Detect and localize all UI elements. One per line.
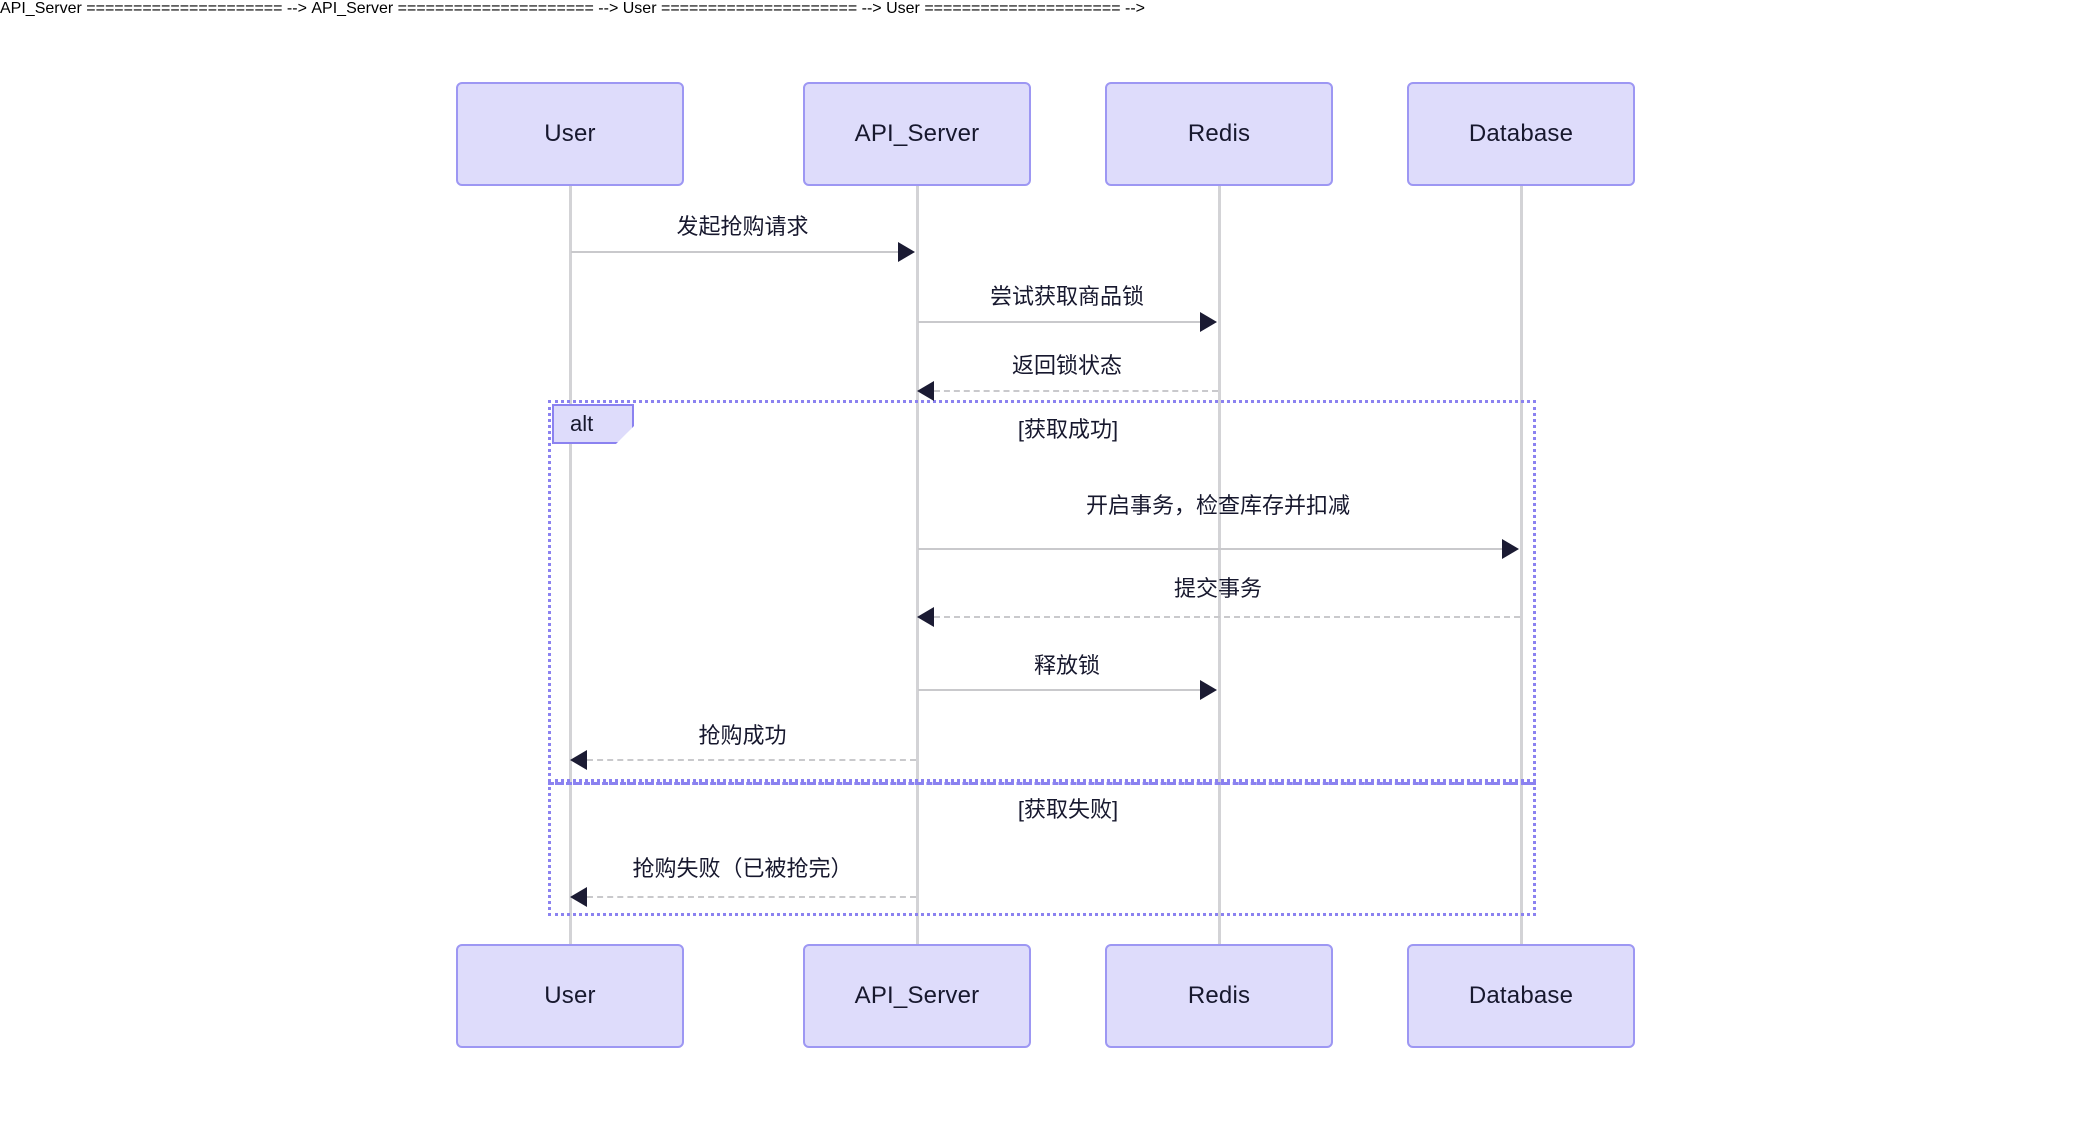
lifeline-user — [569, 186, 572, 944]
participant-label: Redis — [1187, 982, 1251, 1009]
alt-fragment-divider — [548, 782, 1536, 785]
participant-label: User — [544, 120, 596, 147]
message-arrowhead-8 — [570, 887, 587, 907]
alt-branch-1-condition: [获取成功] — [1017, 417, 1119, 442]
alt-fragment-tag: alt — [552, 404, 634, 444]
message-label-1: 发起抢购请求 — [676, 214, 809, 239]
message-line-7[interactable] — [587, 759, 916, 761]
message-arrowhead-4 — [1502, 539, 1519, 559]
message-arrowhead-6 — [1200, 680, 1217, 700]
alt-fragment-branch-1 — [548, 400, 1536, 782]
message-label-7: 抢购成功 — [698, 723, 787, 748]
participant-box-user-bottom[interactable]: User — [456, 944, 684, 1048]
message-label-4: 开启事务，检查库存并扣减 — [1085, 493, 1350, 518]
message-arrowhead-3 — [917, 381, 934, 401]
participant-box-redis-bottom[interactable]: Redis — [1105, 944, 1333, 1048]
lifeline-api_server — [916, 186, 919, 944]
message-arrowhead-2 — [1200, 312, 1217, 332]
message-line-8[interactable] — [587, 896, 916, 898]
message-line-5[interactable] — [934, 616, 1520, 618]
message-line-6[interactable] — [918, 689, 1201, 691]
lifeline-database — [1520, 186, 1523, 944]
message-arrowhead-7 — [570, 750, 587, 770]
participant-label: API_Server — [854, 982, 980, 1009]
participant-box-api_server-top[interactable]: API_Server — [803, 82, 1031, 186]
message-label-6: 释放锁 — [1033, 653, 1100, 678]
participant-box-database-bottom[interactable]: Database — [1407, 944, 1635, 1048]
message-label-8: 抢购失败（已被抢完） — [632, 856, 853, 881]
participant-box-redis-top[interactable]: Redis — [1105, 82, 1333, 186]
message-label-2: 尝试获取商品锁 — [989, 284, 1144, 309]
participant-box-api_server-bottom[interactable]: API_Server — [803, 944, 1031, 1048]
alt-tag-label: alt — [570, 411, 594, 436]
participant-box-user-top[interactable]: User — [456, 82, 684, 186]
participant-label: User — [544, 982, 596, 1009]
participant-label: Redis — [1187, 120, 1251, 147]
participant-box-database-top[interactable]: Database — [1407, 82, 1635, 186]
message-arrowhead-5 — [917, 607, 934, 627]
alt-branch-2-condition: [获取失败] — [1017, 797, 1119, 822]
participant-label: Database — [1468, 120, 1574, 147]
message-label-3: 返回锁状态 — [1011, 353, 1122, 378]
message-line-3[interactable] — [934, 390, 1218, 392]
participant-label: API_Server — [854, 120, 980, 147]
participant-label: Database — [1468, 982, 1574, 1009]
message-arrowhead-1 — [898, 242, 915, 262]
message-label-5: 提交事务 — [1173, 576, 1262, 601]
message-line-1[interactable] — [571, 251, 899, 253]
message-line-2[interactable] — [918, 321, 1201, 323]
message-line-4[interactable] — [918, 548, 1503, 550]
lifeline-redis — [1218, 186, 1221, 944]
